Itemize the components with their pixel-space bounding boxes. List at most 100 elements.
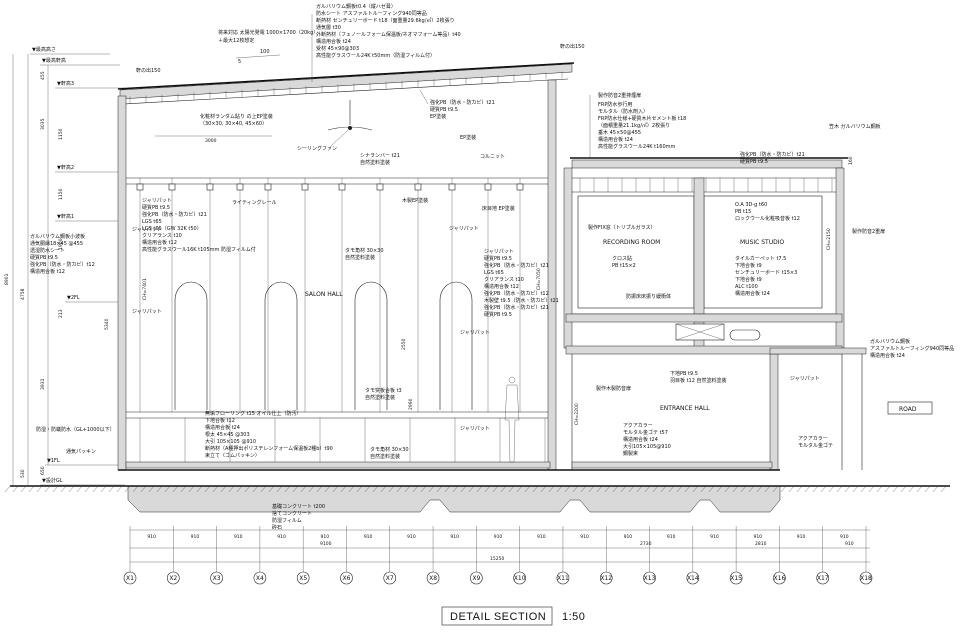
ur-1: 製作防音2重排煙扉 [598,92,641,99]
dim-group-2730: 2730 [640,541,652,547]
fl-7: 束立て（ゴムパッキン） [205,452,260,459]
axis-label: X10 [514,575,526,582]
ur-5: （面積重量21.1kg/㎡）2枚張り [598,122,670,129]
roof-spec-line-6: 構造用合板 t24 [316,38,351,45]
note-wood-roof: 笠木 ガルバリウム鋼板 [829,123,881,130]
axis-label: X5 [299,575,307,582]
fl-3: 構造用合板 t24 [205,424,240,431]
bay-dim: 910 [753,534,762,540]
rw-3: 強化PB（防水・防カビ）t21 [484,262,549,269]
fd-2: 捨てコンクリート [272,510,312,517]
bay-dim: 910 [407,534,416,540]
title-block: DETAIL SECTION 1:50 [441,606,585,626]
axis-bubble [599,571,613,585]
rw-6: 構造用合板 t12 [484,283,519,290]
dim-v4: 3035 [40,118,46,130]
left-wall-notes: ジャリパット 硬質PB t9.5 強化PB（防水・防カビ）t21 LGS t65… [142,198,256,253]
right-wall-notes: ジャリパット 硬質PB t9.5 強化PB（防水・防カビ）t21 LGS t65… [484,249,559,318]
note-random-board-1: 化粧材ランダム貼り の上EP塗装 [200,113,273,120]
axis-bubble [123,571,137,585]
light-fixture-icon [414,183,422,191]
ch-right: CH=7050 [536,268,542,290]
axis-label: X2 [169,575,177,582]
ew-1: ガルバリウム鋼板小波板 [30,233,85,240]
axis-label: X16 [774,575,786,582]
rw-9: 強化PB（防水・防カビ）t21 [484,304,549,311]
sf-3: センチュリーボード t15×3 [735,269,797,276]
light-fixture-icon [516,183,524,191]
axis-label: X18 [860,575,872,582]
note-wood-ep: 木製EP塗装 [402,197,428,204]
dim-2990: 2990 [408,398,414,410]
canopy [769,347,867,470]
axis-bubble [513,571,526,585]
note-canopy-1: ガルバリウム鋼板 [870,338,910,345]
dim-total-15250: 15250 [490,556,504,562]
light-fixture-icon [168,183,176,191]
fl-6: 断熱材（A種押出ポリスチレンフォーム保温板2種b）t90 [205,445,333,452]
bay-dim: 910 [234,534,243,540]
rw-5: クリアランス t10 [484,277,524,283]
axis-bubble [210,571,223,585]
light-fixture-icon [376,183,384,191]
studio-floor-notes: タイルカーペット t7.5 下地合板 t9 センチュリーボード t15×3 下地… [735,255,797,297]
note-oa-1: O.A 3D-g t60 [735,202,767,208]
room-salon-hall: SALON HALL [305,291,343,298]
lw-1: ジャリパット [142,198,172,204]
dim-v12: 530 [20,469,26,478]
ch-entrance: CH=2200 [574,403,580,425]
studio-block: RECORDING ROOM MUSIC STUDIO [563,157,848,355]
axis-label: X4 [256,575,264,582]
dim-group-910: 910 [845,541,854,547]
sf-2: 下地合板 t9 [735,262,762,269]
eaves-label-right: 軒の出150 [560,43,585,50]
axis-bubble [340,571,353,585]
axis-bubble [383,571,397,585]
bay-dim: 910 [277,534,286,540]
axis-label: X3 [213,575,221,582]
note-tatami2-a: タモ突板合板 t3 [365,387,402,394]
note-exit-door: 製作防音2重扉 [852,228,885,235]
room-recording: RECORDING ROOM [603,239,660,246]
lw-4: LGS t65 [142,219,162,225]
roof-spec-line-4: 通気層 t30 [316,24,341,31]
dim-v7: 1900 [58,238,64,250]
bay-dim: 910 [797,534,806,540]
dim-v5: 1150 [58,128,64,140]
lw-5: LGS t65（GW 32K t50） [142,226,202,232]
ur-2: FRP防水歩行用 [598,101,632,108]
bay-dim: 910 [450,534,459,540]
rw-8: 木製壁 t9.5（防水・防カビ）t21 [484,297,559,304]
note-cross-1: クロス貼 [612,255,632,262]
salon-hall-section: SALON HALL [117,79,560,471]
dim-160: 160 [848,156,854,165]
note-tatami1-a: タモ角材 30×30 [345,247,384,254]
ent-1: アクアカラー [623,423,653,429]
fl-2: 下地合板 t12 [205,417,235,424]
axis-bubble [556,571,570,585]
dim-v6: 1150 [58,188,64,200]
dim-v9: 3931 [40,378,46,390]
title-main: DETAIL SECTION [450,611,546,623]
lw-7: 構造用合板 t12 [142,239,177,246]
axis-bubble [253,571,267,585]
note-ext-aqua-2: モルタル金ゴテ [798,442,833,449]
level-2fl: ▼2FL [67,295,80,301]
rw-7: 強化PB（防水・防カビ）t12 [484,290,549,297]
label-jalousie-a: ジャリパット [449,226,479,232]
light-fixture-icon [236,183,244,191]
note-ep1: EP塗装 [460,134,476,141]
dim-2550: 2550 [401,338,407,350]
fd-4: 砕石 [272,524,282,531]
upper-roof-notes: 製作防音2重排煙扉 FRP防水歩行用 モルタル（防水剤入） FRP防水仕様+硬質… [589,92,686,158]
note-tatami3-b: 自然塗料塗装 [370,453,400,460]
ent-2: モルタル金ゴテ t57 [623,429,668,436]
bay-dim: 910 [667,534,676,540]
bay-dim: 910 [494,534,503,540]
label-jalousie-c: ジャリパット [460,426,490,432]
eaves-label-left: 軒の出150 [136,67,161,74]
note-tatami2-b: 自然塗料塗装 [365,394,395,401]
level-max-height: ▼最高高さ [32,46,56,53]
ur-4: FRP防水仕様+硬質木片セメント板 t18 [598,115,686,122]
fd-1: 基礎コンクリート t200 [272,503,325,510]
